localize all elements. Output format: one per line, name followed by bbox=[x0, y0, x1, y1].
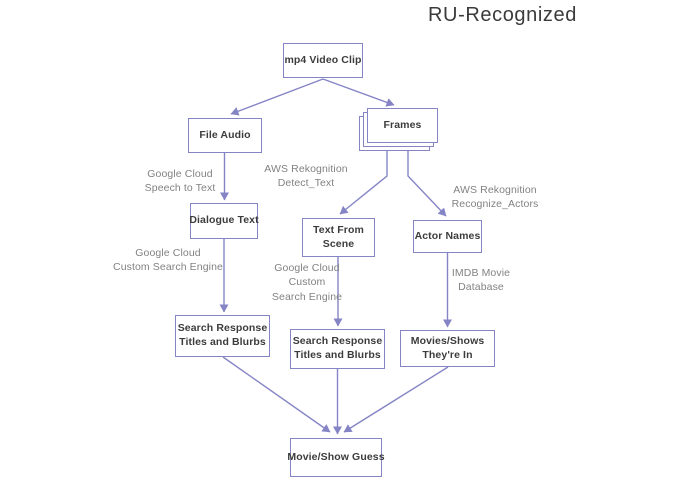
node-frames-stack: Frames bbox=[359, 108, 438, 151]
node-label: Actor Names bbox=[414, 229, 481, 242]
node-movies-shows: Movies/Shows They're In bbox=[400, 330, 495, 367]
node-label: Text From Scene bbox=[313, 223, 364, 250]
node-label: File Audio bbox=[199, 128, 251, 141]
edge-label-custom-search-mid: Google Cloud Custom Search Engine bbox=[271, 262, 343, 303]
edge-label-detect-text: AWS Rekognition Detect_Text bbox=[264, 163, 348, 190]
edge-label-speech-to-text: Google Cloud Speech to Text bbox=[144, 168, 216, 195]
edge-label-recognize-actors: AWS Rekognition Recognize_Actors bbox=[451, 184, 539, 211]
node-label: Search Response Titles and Blurbs bbox=[177, 322, 268, 348]
arrow-frames-to-text-from-scene bbox=[339, 149, 388, 215]
node-frames: Frames bbox=[367, 108, 438, 143]
diagram-title: RU-Recognized bbox=[428, 4, 577, 26]
arrow-mp4-to-file-audio bbox=[230, 78, 324, 116]
node-actor-names: Actor Names bbox=[413, 220, 482, 253]
node-mp4-video-clip: mp4 Video Clip bbox=[283, 43, 363, 78]
node-label: mp4 Video Clip bbox=[284, 53, 362, 66]
node-label: Movie/Show Guess bbox=[287, 450, 385, 463]
edge-label-imdb: IMDB Movie Database bbox=[451, 267, 511, 294]
node-file-audio: File Audio bbox=[188, 118, 262, 153]
node-label: Movies/Shows They're In bbox=[410, 334, 485, 361]
node-dialogue-text: Dialogue Text bbox=[189, 203, 259, 239]
node-movie-show-guess: Movie/Show Guess bbox=[287, 438, 385, 477]
node-text-from-scene: Text From Scene bbox=[302, 218, 375, 257]
node-label: Frames bbox=[383, 118, 422, 131]
node-label: Dialogue Text bbox=[189, 214, 259, 227]
edge-label-custom-search-left: Google Cloud Custom Search Engine bbox=[113, 247, 223, 274]
node-search-response-mid: Search Response Titles and Blurbs bbox=[290, 329, 385, 369]
arrow-frames-to-actor-names bbox=[407, 149, 447, 217]
node-label: Search Response Titles and Blurbs bbox=[292, 335, 383, 361]
arrow-search-left-to-guess bbox=[222, 356, 331, 433]
arrow-mp4-to-frames bbox=[322, 78, 395, 107]
arrow-movies-to-guess bbox=[343, 366, 449, 433]
node-search-response-left: Search Response Titles and Blurbs bbox=[175, 315, 270, 357]
